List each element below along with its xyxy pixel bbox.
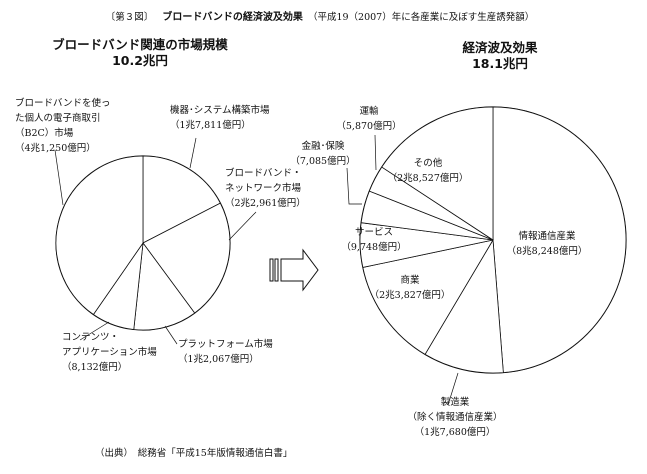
slice-label-line: （2兆2,961億円） bbox=[225, 197, 306, 209]
slice-label-line: （1兆2,067億円） bbox=[178, 353, 259, 365]
slice-label: 商業 （2兆3,827億円） bbox=[370, 274, 451, 301]
slice-label-line: （1兆7,680億円） bbox=[415, 426, 496, 438]
slice-label-line: （2兆3,827億円） bbox=[370, 289, 451, 301]
slice-label: その他 （2兆8,527億円） bbox=[388, 157, 469, 184]
left-chart-title: ブロードバンド関連の市場規模 bbox=[52, 37, 228, 52]
pie-slice bbox=[381, 106, 494, 241]
pie-slice bbox=[142, 202, 231, 314]
slice-label-line: （2兆8,527億円） bbox=[388, 172, 469, 184]
slice-label-line: プラットフォーム市場 bbox=[178, 338, 273, 350]
slice-label-line: （8,132億円） bbox=[62, 361, 127, 373]
figure-title: ブロードバンドの経済波及効果 bbox=[162, 10, 303, 23]
leader-lines bbox=[54, 134, 459, 406]
right-chart-title: 経済波及効果 bbox=[462, 40, 538, 55]
right-pie bbox=[359, 106, 627, 374]
slice-label-line: 情報通信産業 bbox=[518, 230, 576, 242]
slice-label-line: （9,748億円） bbox=[341, 241, 406, 253]
slice-label: ブロードバンド・ネットワーク市場 （2兆2,961億円） bbox=[225, 167, 306, 209]
figure-subtitle: （平成19（2007）年に各産業に及ぼす生産誘発額） bbox=[308, 11, 534, 23]
slice-label-line: 運輸 bbox=[359, 105, 379, 117]
source-note: （出典） 総務省「平成15年版情報通信白書」 bbox=[95, 447, 292, 459]
slice-label-line: （8兆8,248億円） bbox=[507, 245, 588, 257]
slice-label-line: （7,085億円） bbox=[290, 155, 355, 167]
slice-label: 情報通信産業 （8兆8,248億円） bbox=[507, 230, 588, 257]
left-chart-total: 10.2兆円 bbox=[112, 53, 168, 68]
slice-label-line: コンテンツ・ bbox=[62, 332, 119, 343]
slice-label-line: （4兆1,250億円） bbox=[15, 142, 96, 154]
slice-label-line: 商業 bbox=[400, 274, 420, 286]
figure-label: 〔第３図〕 bbox=[106, 11, 154, 23]
slice-label-line: その他 bbox=[414, 157, 443, 169]
slice-label: プラットフォーム市場 （1兆2,067億円） bbox=[178, 338, 273, 365]
slice-label: サービス （9,748億円） bbox=[341, 227, 406, 253]
slice-label-line: た個人の電子商取引 bbox=[15, 112, 101, 124]
arrow-icon bbox=[269, 248, 319, 292]
slice-label-line: 金融･保険 bbox=[302, 140, 345, 152]
slice-label-line: 機器･システム構築市場 bbox=[170, 104, 270, 116]
right-chart-total: 18.1兆円 bbox=[472, 56, 528, 71]
slice-label-line: 製造業 bbox=[441, 396, 470, 408]
pie-slice bbox=[424, 238, 504, 374]
left-pie bbox=[55, 155, 231, 331]
slice-label: 製造業 （除く情報通信産業） （1兆7,680億円） bbox=[407, 396, 502, 438]
slice-label-line: ネットワーク市場 bbox=[225, 182, 302, 194]
figure-caption: 〔第３図〕 ブロードバンドの経済波及効果 （平成19（2007）年に各産業に及ぼ… bbox=[106, 5, 534, 24]
pie-slice bbox=[142, 155, 221, 244]
slice-label: 金融･保険 （7,085億円） bbox=[290, 140, 355, 167]
pie-slice bbox=[362, 239, 494, 355]
slice-label: ブロードバンドを使った個人の電子商取引 （B2C）市場 （4兆1,250億円） bbox=[15, 97, 110, 154]
slice-label-line: ブロードバンドを使っ bbox=[15, 97, 110, 109]
slice-label-line: ブロードバンド・ bbox=[225, 167, 301, 179]
slice-label-line: （B2C）市場 bbox=[15, 127, 74, 139]
slice-label-line: （1兆7,811億円） bbox=[170, 119, 251, 131]
pie-slice bbox=[55, 155, 144, 316]
pie-slice bbox=[492, 106, 627, 374]
slice-label-line: （除く情報通信産業） bbox=[407, 411, 502, 423]
slice-label-line: （5,870億円） bbox=[336, 120, 401, 132]
slice-label: 運輸 （5,870億円） bbox=[336, 105, 401, 132]
slice-label: 機器･システム構築市場 （1兆7,811億円） bbox=[170, 104, 270, 131]
slice-label-line: サービス bbox=[355, 227, 393, 238]
slice-label: コンテンツ・アプリケーション市場 （8,132億円） bbox=[62, 332, 157, 373]
slice-label-line: アプリケーション市場 bbox=[62, 346, 157, 358]
